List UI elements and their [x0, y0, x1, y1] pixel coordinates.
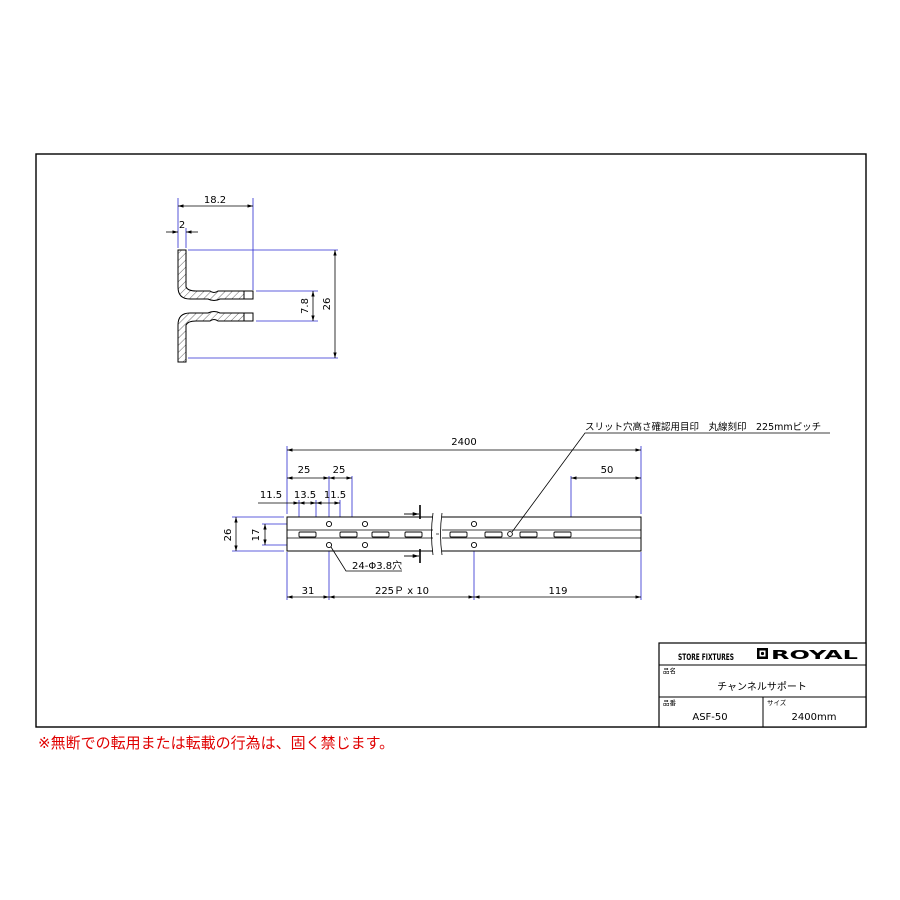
store-fixtures-label: STORE FIXTURES	[678, 653, 734, 663]
size-value: 2400mm	[792, 712, 837, 723]
dim-pitch-25-b: 25	[333, 465, 346, 476]
part-name-value: チャンネルサポート	[717, 681, 807, 693]
part-number-label: 品番	[663, 699, 677, 707]
profile-lip-upper	[243, 290, 254, 300]
leader-marking-note	[511, 432, 830, 533]
dim-profile-width: 18.2	[204, 195, 226, 206]
dim-height-17: 17	[251, 529, 262, 542]
sheet-border	[35, 153, 867, 728]
dim-end-119: 119	[548, 586, 567, 597]
hole	[325, 520, 333, 528]
dim-profile-thickness: 2	[179, 220, 185, 231]
leader-hole-spec	[330, 546, 402, 572]
size-label: サイズ	[767, 698, 787, 707]
royal-logo: ROYAL	[757, 648, 859, 662]
slot	[339, 531, 358, 538]
brand-name: ROYAL	[771, 648, 859, 662]
dim-offset-right: 11.5	[324, 490, 346, 501]
profile-section-hatched	[177, 249, 245, 363]
slot	[298, 531, 317, 538]
dim-pitch-25-a: 25	[298, 465, 311, 476]
dim-offset-left: 11.5	[260, 490, 282, 501]
dim-start-31: 31	[302, 586, 315, 597]
slot	[553, 531, 572, 538]
part-name-label: 品名	[663, 666, 676, 675]
dim-height-26: 26	[223, 529, 234, 542]
hole	[470, 541, 478, 549]
hole	[507, 531, 513, 537]
cross-section-profile: 18.2 2 7.8 26	[166, 195, 338, 363]
profile-lip-lower	[243, 312, 254, 322]
dim-hole-spec: 24-Φ3.8穴	[352, 559, 402, 572]
dim-pitch-run: 225Ｐ x 10	[375, 586, 429, 597]
hole	[325, 541, 333, 549]
hole	[361, 520, 369, 528]
title-block: STORE FIXTURES ROYAL 品名 チャンネルサポート 品番 ASF…	[658, 642, 867, 728]
mounting-holes	[325, 520, 513, 549]
dim-total-length: 2400	[451, 437, 476, 448]
hole	[470, 520, 478, 528]
slot	[371, 531, 390, 538]
part-number-value: ASF-50	[692, 712, 727, 723]
dim-end-50: 50	[601, 465, 614, 476]
marking-note: スリット穴高さ確認用目印 丸線刻印 225mmピッチ	[585, 421, 821, 433]
slot-row	[298, 531, 572, 538]
slot	[404, 531, 423, 538]
dim-offset-mid: 13.5	[294, 490, 316, 501]
dim-profile-height: 26	[322, 298, 333, 311]
copyright-warning: ※無断での転用または転載の行為は、固く禁じます。	[38, 734, 395, 752]
slot	[484, 531, 503, 538]
slot	[449, 531, 468, 538]
front-view: 2400 25 25 50 11.5 13.5 11.5 26 17 24-Φ3…	[223, 421, 830, 600]
slot	[519, 531, 538, 538]
hole	[361, 541, 369, 549]
dim-profile-slot: 7.8	[300, 298, 311, 314]
